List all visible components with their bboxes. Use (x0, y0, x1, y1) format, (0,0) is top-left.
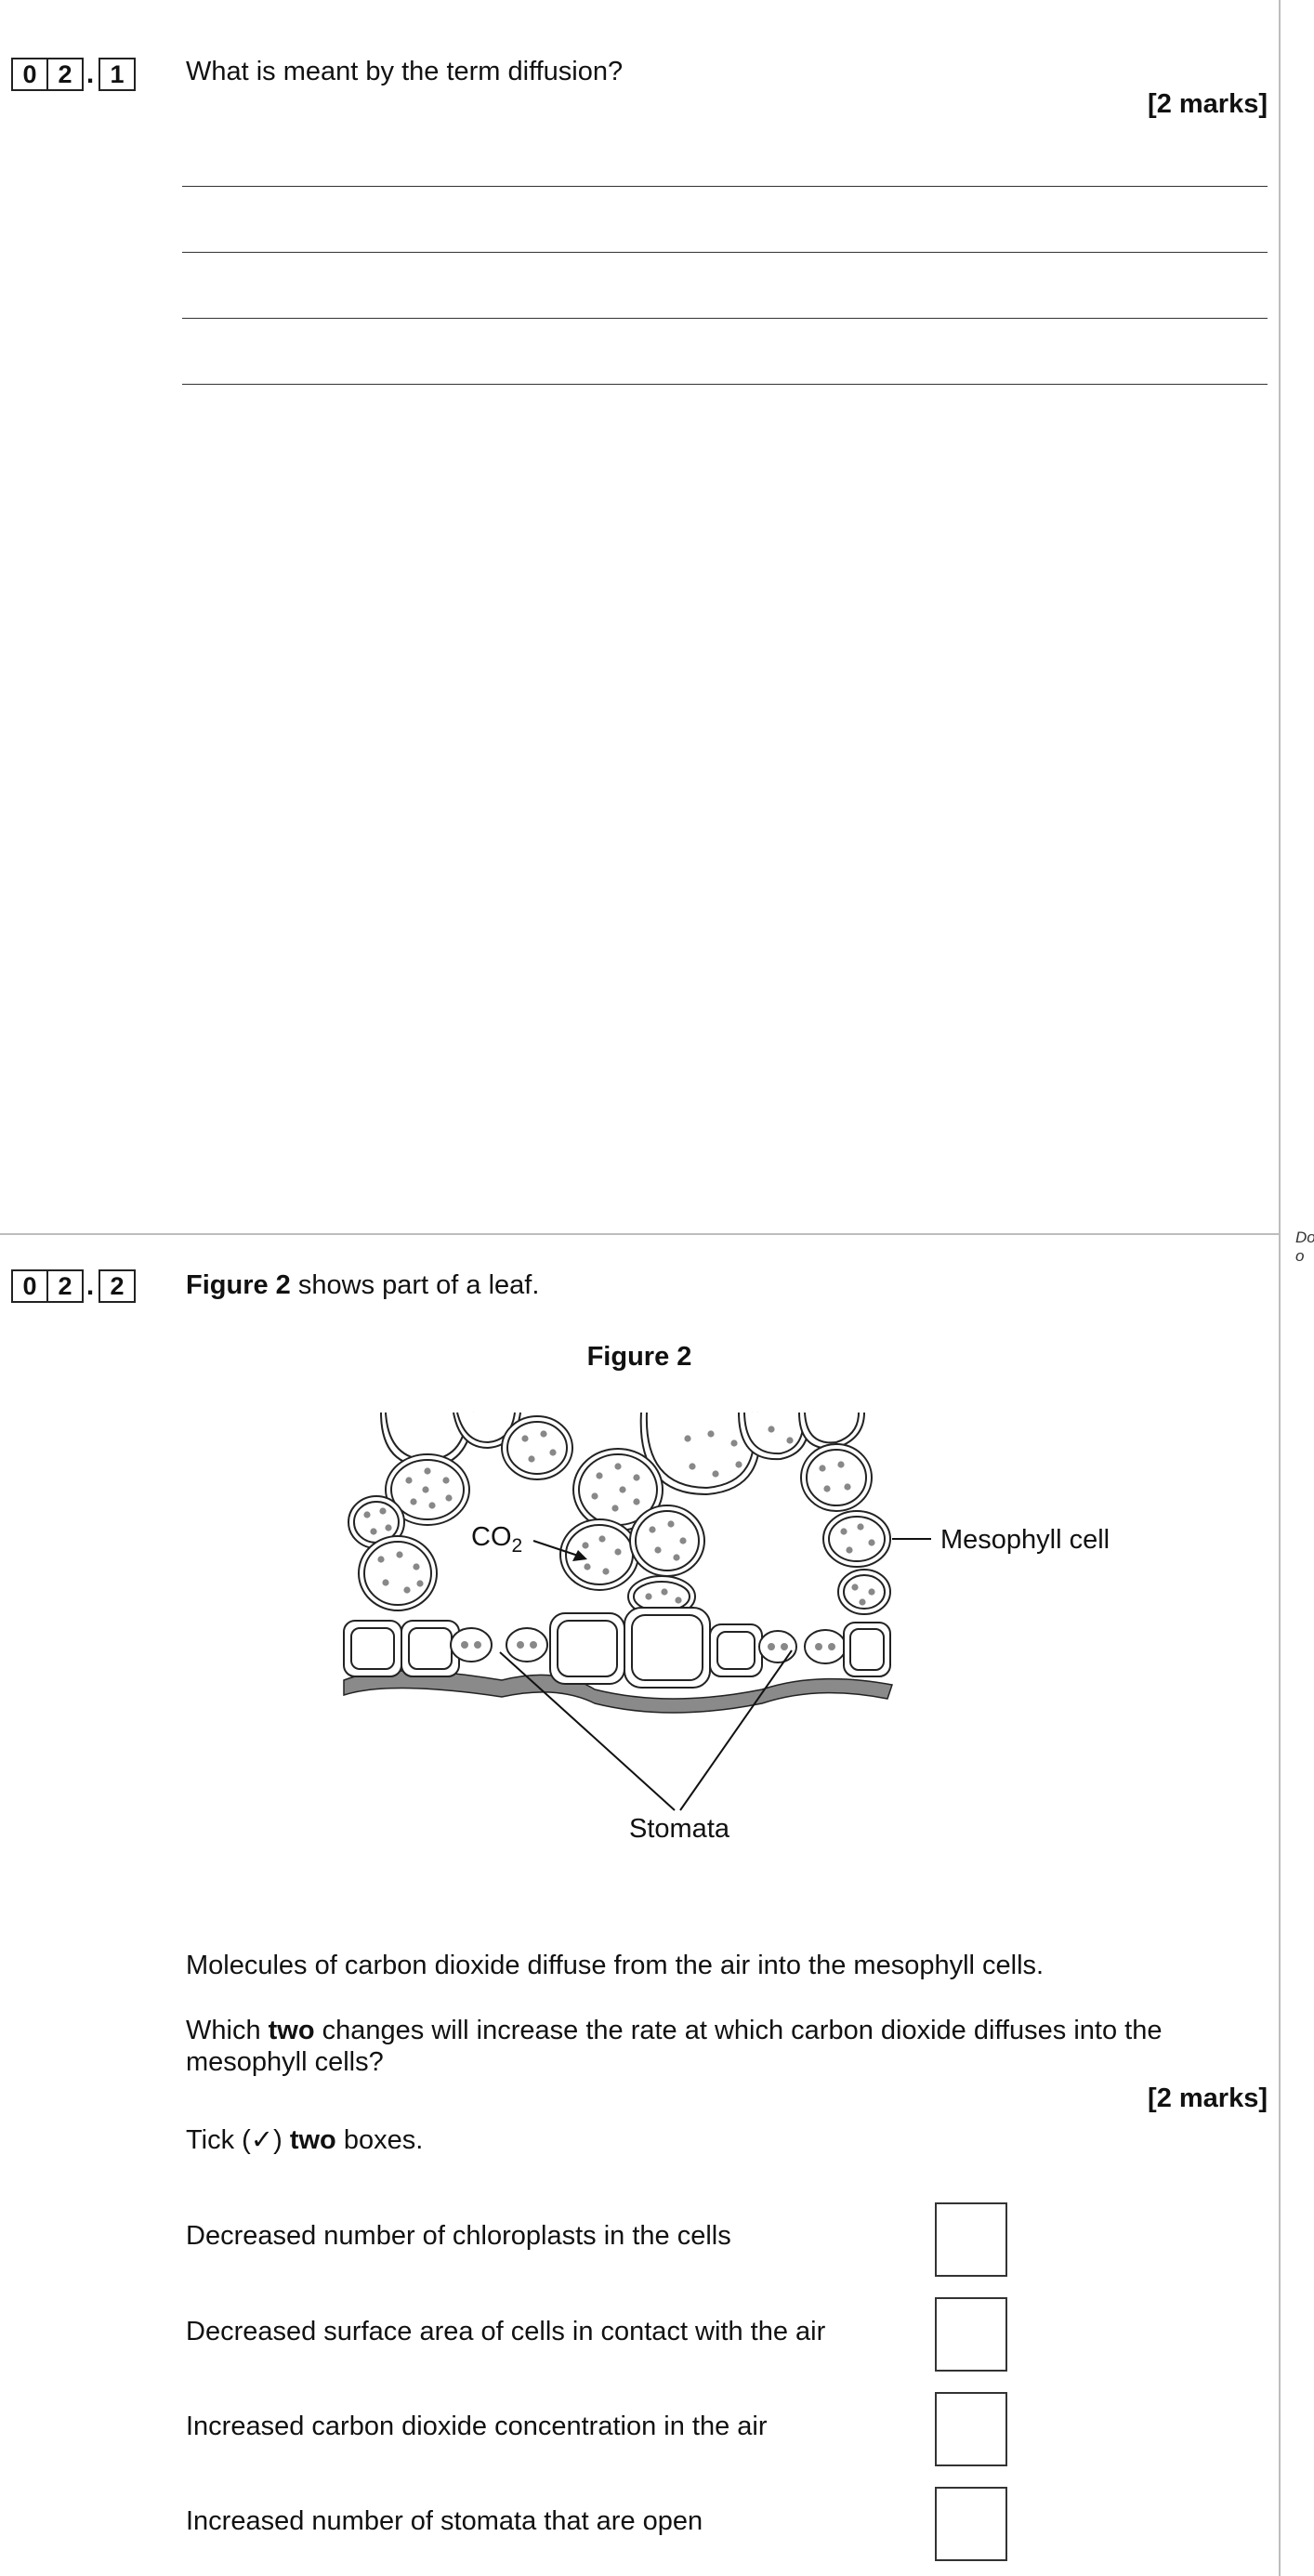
mesophyll-label: Mesophyll cell (940, 1525, 1110, 1555)
question-digit: 0 (11, 1269, 48, 1303)
text-part: mesophyll cells? (186, 2047, 384, 2077)
question-intro-02-2: Figure 2 shows part of a leaf. (186, 1269, 539, 1301)
intro-rest: shows part of a leaf. (290, 1270, 540, 1300)
question-digit: 0 (11, 58, 48, 91)
question-digit: 2 (46, 58, 84, 91)
side-note-line-2: o (1295, 1247, 1305, 1265)
answer-line[interactable] (182, 318, 1268, 319)
co2-subscript: 2 (512, 1535, 523, 1557)
text-bold: two (289, 2125, 336, 2155)
answer-line[interactable] (182, 384, 1268, 385)
question-digit: 2 (46, 1269, 84, 1303)
side-note-line-1: Do (1295, 1229, 1314, 1246)
marks-02-2: [2 marks] (1148, 2083, 1268, 2113)
question-number-02-2: 0 2 . 2 (11, 1269, 136, 1303)
question-text-02-2: Which two changes will increase the rate… (186, 2015, 1264, 2078)
text-part: ) (273, 2125, 290, 2155)
option-label: Decreased surface area of cells in conta… (186, 2317, 826, 2346)
figure-ref: Figure 2 (186, 1270, 291, 1300)
text-part: changes will increase the rate at which … (314, 2016, 1163, 2045)
svg-text:CO2: CO2 (471, 1522, 522, 1557)
option-label: Increased number of stomata that are ope… (186, 2506, 703, 2536)
tick-instruction: Tick (✓) two boxes. (186, 2123, 423, 2156)
marks-02-1: [2 marks] (1148, 89, 1268, 119)
question-dot: . (85, 1270, 95, 1301)
tick-box[interactable] (935, 2487, 1007, 2561)
answer-line[interactable] (182, 252, 1268, 253)
leaf-diagram: CO2 Mesophyll cell Stomata (343, 1412, 1110, 1844)
text-part: Tick ( (186, 2125, 251, 2155)
tick-box[interactable] (935, 2392, 1007, 2466)
right-margin-rule (1279, 0, 1281, 2576)
figure-title: Figure 2 (586, 1342, 692, 1372)
co2-label: CO (471, 1522, 512, 1552)
text-part: Which (186, 2016, 269, 2045)
question-dot: . (85, 59, 95, 89)
tick-box[interactable] (935, 2297, 1007, 2372)
question-digit: 1 (99, 58, 136, 91)
tick-mark-icon: ✓ (250, 2123, 274, 2155)
stomata-label: Stomata (629, 1814, 730, 1844)
option-label: Decreased number of chloroplasts in the … (186, 2221, 731, 2251)
page-divider (0, 1233, 1279, 1235)
paragraph-diffusion: Molecules of carbon dioxide diffuse from… (186, 1951, 1045, 1980)
question-number-02-1: 0 2 . 1 (11, 58, 136, 91)
question-text-02-1: What is meant by the term diffusion? (186, 57, 624, 86)
answer-line[interactable] (182, 186, 1268, 187)
text-part: boxes. (335, 2125, 424, 2155)
question-digit: 2 (99, 1269, 136, 1303)
tick-box[interactable] (935, 2202, 1007, 2277)
option-label: Increased carbon dioxide concentration i… (186, 2412, 768, 2441)
text-bold: two (268, 2016, 315, 2045)
